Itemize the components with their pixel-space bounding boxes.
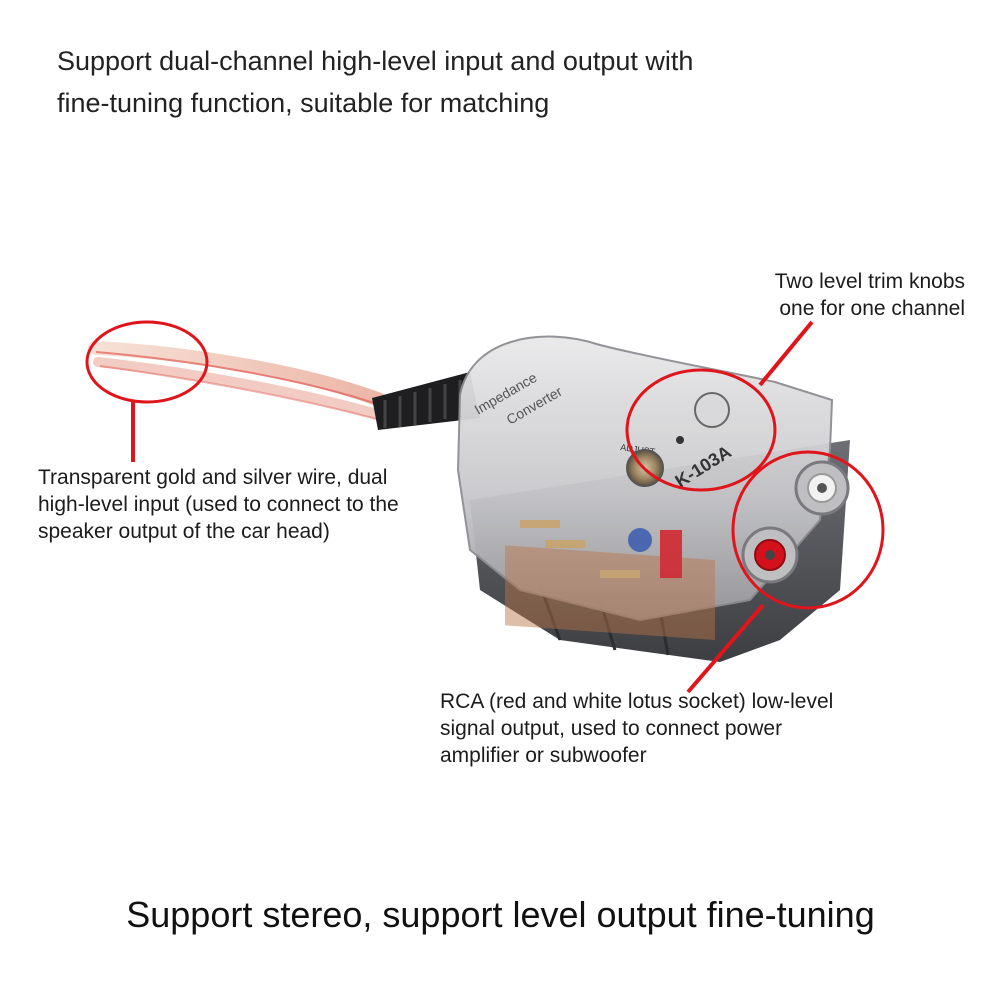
callout-rca-line-3: amplifier or subwoofer — [440, 744, 647, 767]
callout-knobs-line-2: one for one channel — [779, 297, 965, 320]
callout-trim-knobs: Two level trim knobs one for one channel — [700, 268, 965, 322]
rca-socket-red — [741, 526, 799, 584]
annotation-rca — [686, 450, 885, 694]
strain-relief — [372, 372, 480, 430]
callout-rca-line-2: signal output, used to connect power — [440, 717, 783, 740]
callout-rca-output: RCA (red and white lotus socket) low-lev… — [440, 688, 880, 769]
header-line-2: fine-tuning function, suitable for match… — [57, 88, 550, 118]
callout-rca-line-1: RCA (red and white lotus socket) low-lev… — [440, 690, 834, 713]
callout-wire-line-3: speaker output of the car head) — [38, 520, 330, 543]
annotation-knobs — [625, 320, 814, 492]
callout-wire-line-2: high-level input (used to connect to the — [38, 493, 399, 516]
circuit-board — [505, 520, 715, 640]
callout-knobs-line-1: Two level trim knobs — [774, 270, 965, 293]
callout-input-wire: Transparent gold and silver wire, dual h… — [38, 464, 458, 545]
footer-text: Support stereo, support level output fin… — [126, 894, 875, 935]
rca-socket-white — [794, 460, 850, 516]
header-line-1: Support dual-channel high-level input an… — [57, 46, 694, 76]
header-text: Support dual-channel high-level input an… — [57, 40, 957, 124]
annotation-wires — [85, 320, 209, 462]
input-wires — [88, 341, 387, 421]
callout-wire-line-1: Transparent gold and silver wire, dual — [38, 466, 388, 489]
trim-knob-right — [694, 392, 730, 428]
